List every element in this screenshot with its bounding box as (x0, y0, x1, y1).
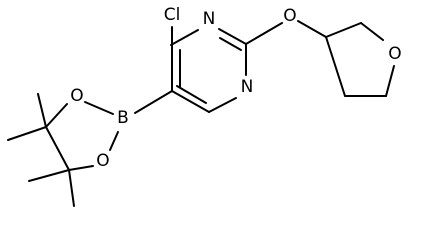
bond-n1-c6 (208, 97, 237, 113)
atom-cl: Cl (164, 5, 181, 25)
atom-o-boron-bottom: O (96, 151, 109, 171)
bond-c5-b (134, 90, 173, 114)
bond-o-c3 (297, 20, 327, 38)
bond-b-o-top (84, 101, 114, 115)
bond-c2-o (245, 22, 283, 45)
bond-thf-c2-o (360, 22, 384, 41)
atom-b: B (117, 108, 129, 128)
tetrahydrofuran-ring (325, 22, 395, 97)
bond-o-top-c (45, 103, 68, 128)
pyrimidine-ring (170, 28, 247, 113)
atom-n-bottom: N (241, 77, 254, 97)
atom-o-boron-top: O (70, 86, 83, 106)
bond-n3-c2-inner (219, 37, 242, 51)
bond-b-o-bottom (109, 131, 119, 151)
bond-methyl-4 (68, 169, 75, 207)
atom-o-ether: O (283, 6, 296, 26)
atom-n-top: N (203, 9, 216, 29)
bond-c-c-pinacol (45, 126, 70, 171)
bond-methyl-3 (28, 169, 70, 182)
atom-o-ring: O (388, 44, 401, 64)
bond-methyl-2 (7, 126, 47, 141)
bond-thf-c4-c3 (325, 36, 346, 97)
bond-n3-c2 (218, 28, 247, 45)
bond-c6-c5-inner (176, 85, 207, 104)
bond-thf-o-c5 (385, 65, 395, 97)
methyl-groups (7, 93, 75, 207)
dioxaborolane-ring (45, 101, 119, 171)
bond-c4-n3 (170, 29, 199, 46)
bond-o-bottom-c (68, 165, 94, 171)
bond-c6-c5 (171, 90, 210, 113)
chemical-structure: Cl N N O O B O O (7, 5, 402, 207)
bond-methyl-1 (37, 93, 47, 128)
bond-thf-c3-c2 (325, 22, 362, 38)
